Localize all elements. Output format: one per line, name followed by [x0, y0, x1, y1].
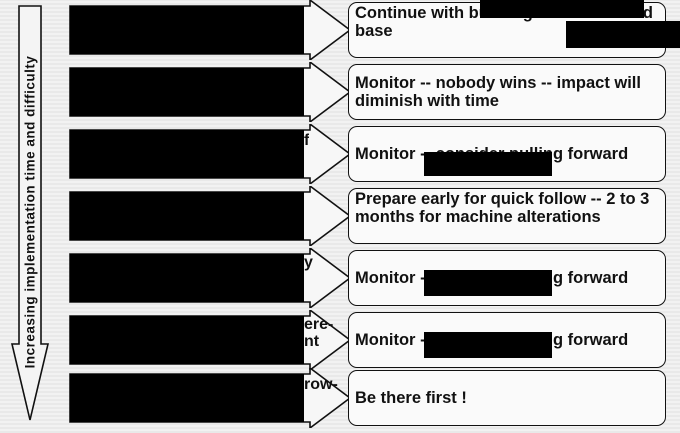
row-label-fragment: row-	[304, 376, 338, 393]
action-text: Prepare early for quick follow -- 2 to 3…	[355, 190, 650, 226]
redaction-block	[424, 152, 552, 176]
redaction-block	[70, 316, 304, 364]
action-box: Prepare early for quick follow -- 2 to 3…	[348, 188, 666, 244]
redaction-block	[70, 130, 304, 178]
redaction-block	[70, 254, 304, 302]
row-label-fragment: f	[304, 132, 310, 149]
strategy-row-7: row- Be there first !	[0, 368, 680, 428]
row-label-fragment: ere- nt	[304, 316, 334, 350]
strategy-row-5: y Monitor -- consider pulling forward	[0, 248, 680, 308]
redaction-block	[70, 192, 304, 240]
redaction-block	[480, 0, 644, 18]
redaction-block	[566, 21, 680, 48]
action-text: Monitor -- nobody wins -- impact will di…	[355, 74, 641, 110]
action-text: Be there first !	[355, 389, 467, 407]
redaction-block	[424, 332, 552, 358]
strategy-row-3: f Monitor -- consider pulling forward	[0, 124, 680, 184]
row-label-fragment: y	[304, 254, 313, 271]
strategy-row-4: Prepare early for quick follow -- 2 to 3…	[0, 186, 680, 246]
strategy-row-2: Monitor -- nobody wins -- impact will di…	[0, 62, 680, 122]
redaction-block	[424, 270, 552, 296]
action-box: Be there first !	[348, 370, 666, 426]
strategy-row-1: Continue with building on established ba…	[0, 0, 680, 60]
redaction-block	[70, 6, 304, 54]
strategy-row-6: ere- nt Monitor -- consider pulling forw…	[0, 310, 680, 370]
action-box: Monitor -- nobody wins -- impact will di…	[348, 64, 666, 120]
redaction-block	[70, 374, 304, 422]
redaction-block	[70, 68, 304, 116]
increasing-difficulty-arrow	[10, 5, 50, 421]
